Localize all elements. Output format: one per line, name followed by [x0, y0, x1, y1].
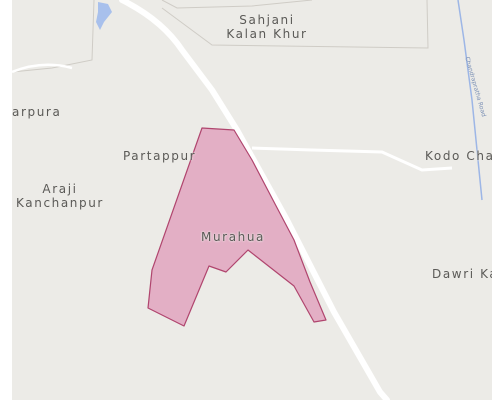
highlighted-area-shape[interactable] [147, 127, 327, 327]
place-label-sahjani-line2: Kalan Khur [226, 27, 308, 41]
place-label-araji-line1: Araji [42, 182, 78, 196]
place-label-partappur: Partappur [123, 149, 197, 163]
boundary-line-top-left [12, 0, 95, 73]
minor-road-east [251, 146, 453, 172]
minor-road-west [12, 63, 73, 74]
map-vector-layer [12, 0, 483, 400]
place-label-dawri-ka: Dawri Ka [432, 267, 492, 281]
place-label-araji: Araji Kanchanpur [12, 182, 108, 210]
main-highway [119, 0, 390, 400]
place-label-sahjani: Sahjani Kalan Khur [222, 13, 312, 41]
region-label-murahua: Murahua [201, 230, 266, 244]
place-label-arpura: arpura [12, 105, 62, 119]
place-label-kodo-cha: Kodo Cha [425, 149, 492, 163]
water-body [96, 2, 112, 30]
canal-line [457, 0, 483, 201]
boundary-line-top-right [161, 0, 429, 49]
place-label-araji-line2: Kanchanpur [16, 196, 104, 210]
place-label-sahjani-line1: Sahjani [239, 13, 295, 27]
map-canvas[interactable]: Sahjani Kalan Khur arpura Partappur Kodo… [12, 0, 492, 400]
